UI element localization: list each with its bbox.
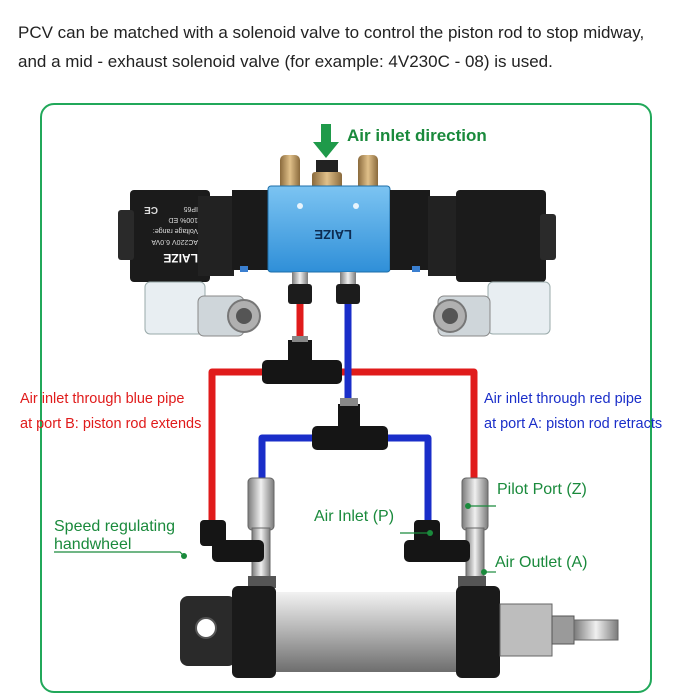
air-inlet-direction-label: Air inlet direction: [347, 126, 487, 145]
air-inlet-p-label: Air Inlet (P): [314, 508, 395, 525]
speed-handwheel-label-line-1: Speed regulating: [54, 518, 175, 535]
diagram-frame: [40, 103, 652, 693]
coil-spec-1: AC220V 6.0VA: [151, 238, 198, 245]
left-solenoid-coil: [118, 190, 261, 337]
valve-port-fittings: [288, 272, 360, 304]
air-inlet-arrow-icon: [313, 124, 339, 158]
pilot-port-label: Pilot Port (Z): [497, 481, 587, 498]
leader-dots: [181, 503, 487, 575]
air-outlet-a-label: Air Outlet (A): [495, 554, 588, 571]
intro-text: PCV can be matched with a solenoid valve…: [18, 18, 694, 76]
speed-handwheel-label-line-2: handwheel: [54, 536, 132, 553]
coil-spec-3: 100% ED: [168, 216, 198, 223]
coil-spec-4: IP65: [183, 205, 198, 212]
upper-tee-fitting: [262, 336, 342, 384]
ce-mark: CE: [144, 204, 158, 215]
right-speed-valve: [404, 477, 489, 588]
coil-brand-text: LAIZE: [163, 251, 198, 265]
red-pipe-label-line-1: Air inlet through red pipe: [484, 391, 642, 407]
left-coil-label: LAIZE AC220V 6.0VA Voltage range: 100% E…: [144, 204, 198, 265]
lower-tee-fitting: [312, 398, 388, 450]
intro-line-1: PCV can be matched with a solenoid valve…: [18, 23, 645, 42]
air-cylinder: [180, 586, 619, 678]
right-solenoid-coil: [428, 190, 556, 337]
blue-pipe-label-line-1: Air inlet through blue pipe: [20, 391, 185, 407]
red-pipe-label-line-2: at port A: piston rod retracts: [484, 416, 663, 432]
left-speed-valve: [200, 477, 276, 588]
valve-brand-text: LAIZE: [314, 227, 352, 242]
intro-line-2: and a mid - exhaust solenoid valve (for …: [18, 52, 553, 71]
valve-label: LAIZE: [314, 227, 352, 242]
coil-spec-2: Voltage range:: [153, 227, 198, 234]
blue-pipe-label-line-2: at port B: piston rod extends: [20, 416, 202, 432]
valve-body: [232, 185, 430, 273]
